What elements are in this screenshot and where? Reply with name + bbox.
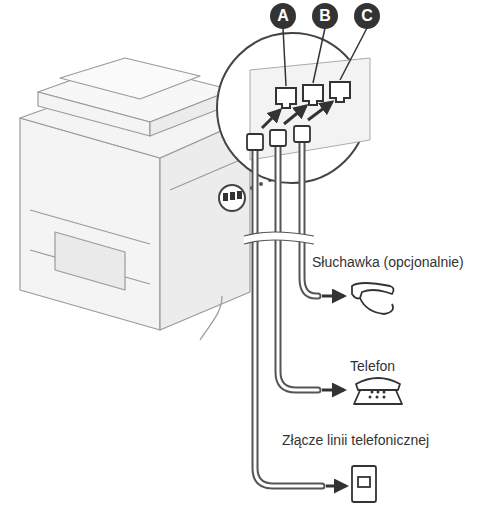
callout-letter: B	[312, 3, 338, 29]
part-label: Telefon	[350, 358, 395, 375]
handset-icon	[352, 283, 394, 314]
plugs	[247, 126, 310, 150]
zoom-panel	[250, 58, 370, 160]
ports	[276, 82, 350, 108]
wall-jack-icon	[352, 466, 376, 502]
insert-arrows	[262, 102, 332, 128]
part-label: Słuchawka (opcjonalnie)	[312, 254, 464, 271]
leader-lines	[283, 28, 367, 86]
callout-circles	[270, 3, 380, 29]
end-arrows	[322, 296, 346, 486]
break-mark	[244, 232, 314, 244]
part-label: Złącze linii telefonicznej	[282, 432, 429, 449]
callout-letter: A	[270, 3, 296, 29]
callout-letter: C	[354, 3, 380, 29]
printer-body	[20, 58, 250, 340]
telephone-icon	[354, 378, 402, 404]
port-location	[219, 185, 245, 211]
